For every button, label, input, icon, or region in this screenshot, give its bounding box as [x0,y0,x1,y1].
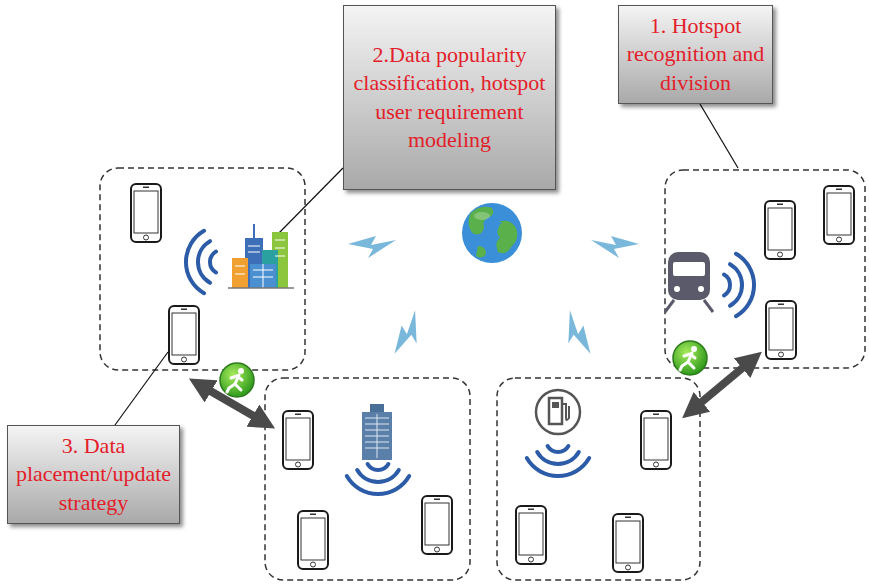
gas-station-icon [536,390,580,434]
callout-box: 1. Hotspot recognition and division [618,5,773,104]
callout-box: 2.Data popularity classification, hotspo… [343,5,556,190]
office-building-icon [362,404,392,460]
wireless-link-bolt [348,236,639,361]
callout-text: 3. Data placement/update strategy [14,432,173,516]
callout-text: 1. Hotspot recognition and division [625,12,766,96]
callout-text: 2.Data popularity classification, hotspo… [350,41,549,154]
mobility-arrow [200,360,752,422]
hotspot-region [100,168,865,580]
runner-icon [220,341,707,397]
globe-icon [462,203,522,263]
mobile-phone [131,184,854,572]
city-buildings-icon [228,224,294,288]
callout-box: 3. Data placement/update strategy [7,425,180,524]
train-icon [665,252,713,312]
wifi-signal [186,231,754,494]
